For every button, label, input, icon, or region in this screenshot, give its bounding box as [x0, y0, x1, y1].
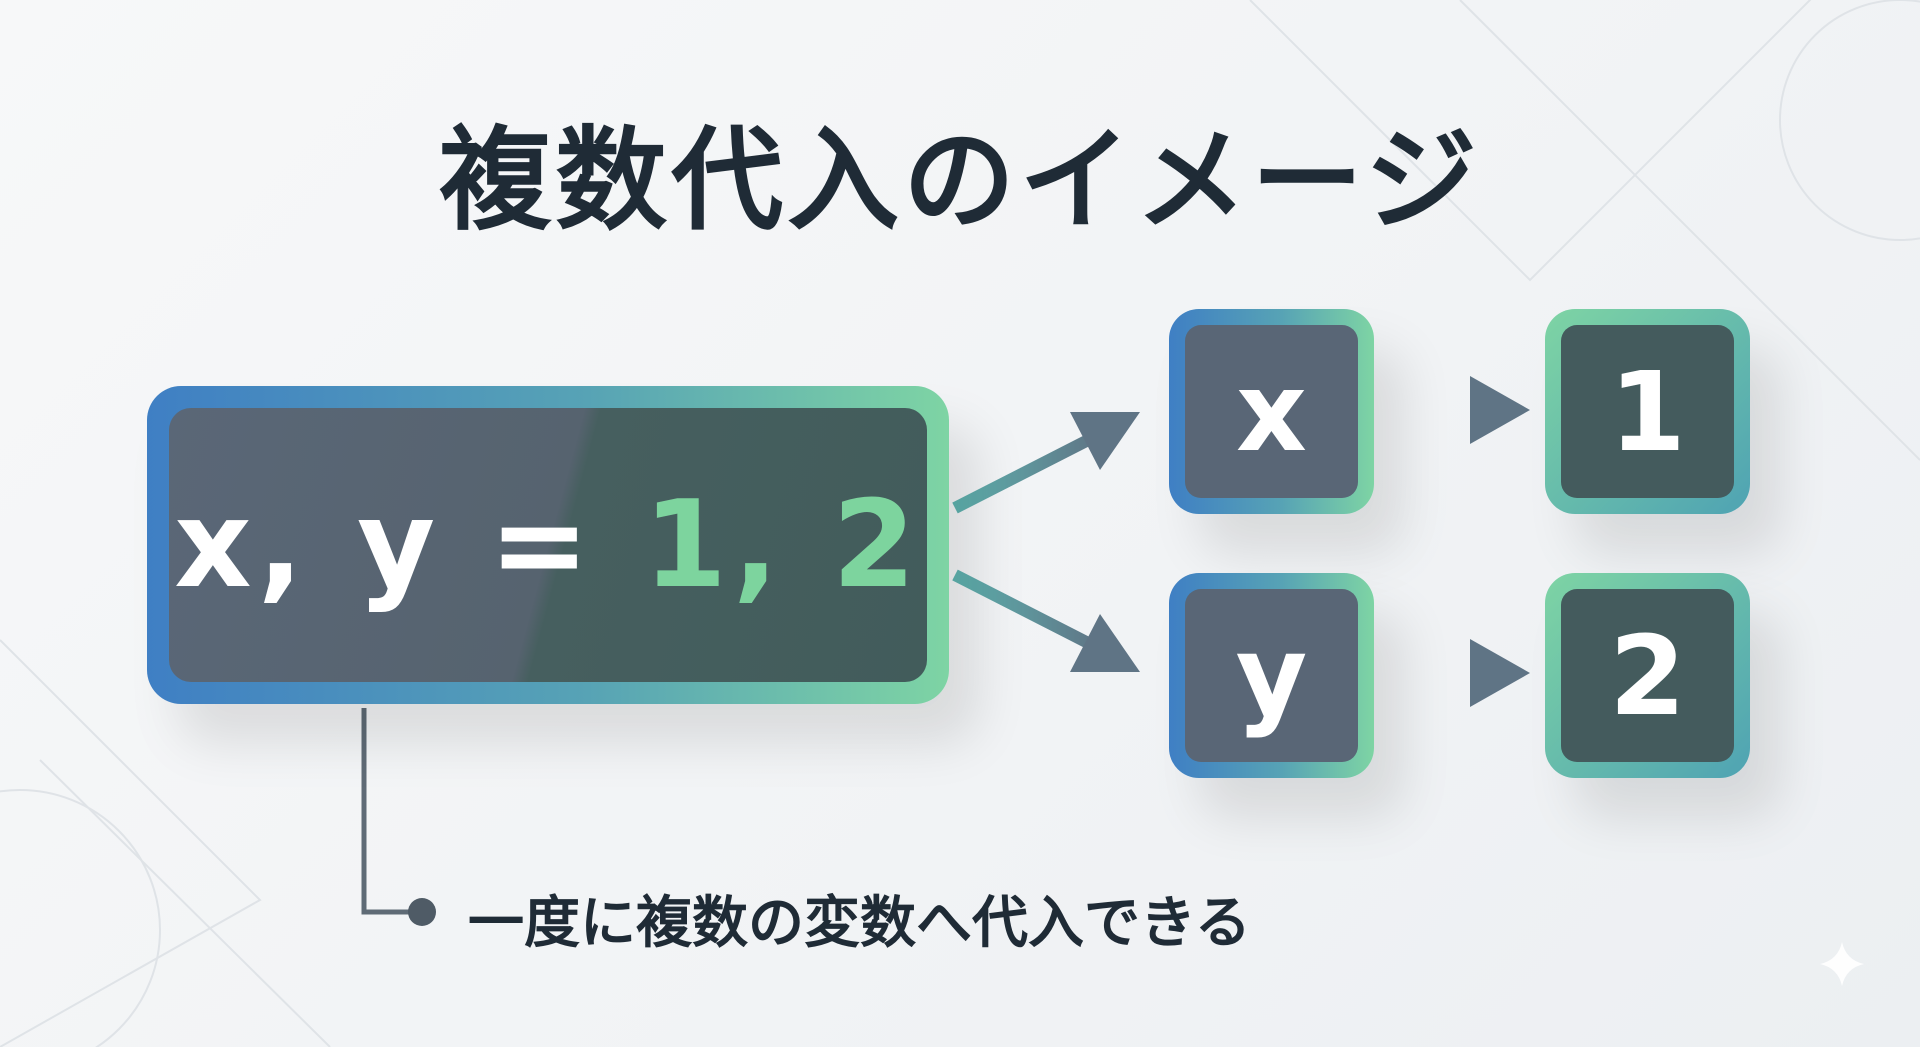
caption-connector	[361, 708, 422, 915]
variable-box-y: y	[1169, 573, 1374, 778]
value-box-2: 2	[1545, 573, 1750, 778]
arrowhead-y	[1070, 614, 1140, 672]
arrowhead-x	[1070, 412, 1140, 470]
caption-dot	[408, 898, 436, 926]
value-text: 2	[1561, 589, 1734, 762]
sparkle-icon	[1820, 942, 1864, 986]
variable-name: x	[1185, 325, 1358, 498]
arrow-to-y	[952, 569, 1103, 655]
caption: 一度に複数の変数へ代入できる	[468, 891, 1251, 956]
variable-box-x: x	[1169, 309, 1374, 514]
variable-name: y	[1185, 589, 1358, 762]
value-text: 1	[1561, 325, 1734, 498]
assignment-code-box: x, y = 1, 2	[147, 386, 949, 704]
code-targets: x, y =	[174, 475, 644, 615]
value-box-1: 1	[1545, 309, 1750, 514]
code-values: 1, 2	[643, 475, 922, 615]
page-title: 複数代入のイメージ	[439, 116, 1481, 246]
arrow-to-x	[952, 428, 1103, 514]
